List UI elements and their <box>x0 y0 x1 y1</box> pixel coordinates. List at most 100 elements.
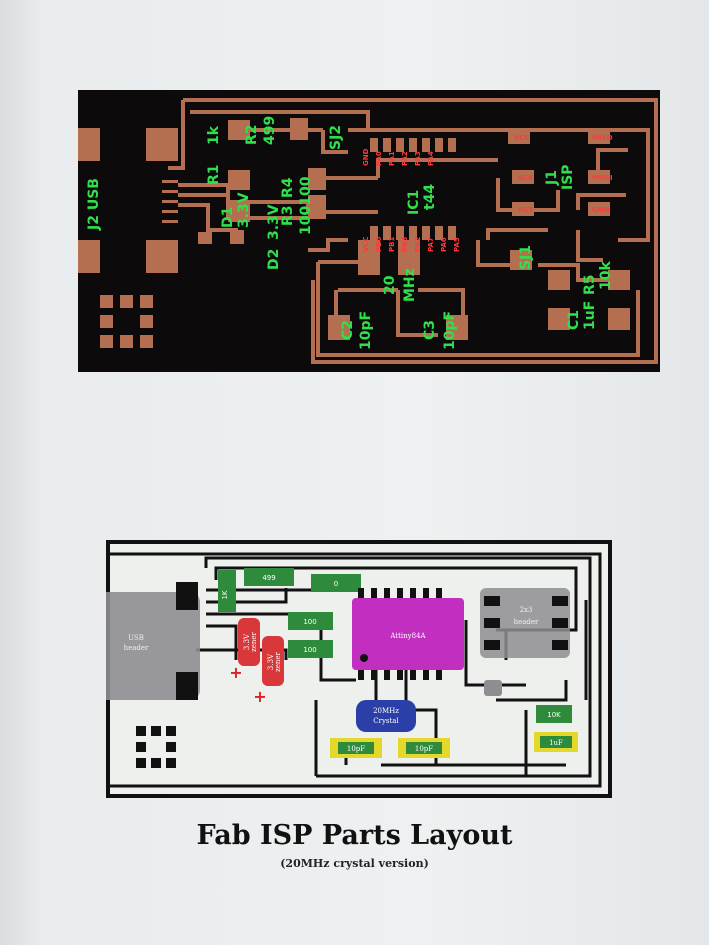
pad-r5 <box>608 270 630 290</box>
ic-pin <box>422 138 430 152</box>
r3-label: R3 <box>280 205 296 226</box>
crystal-label: Crystal <box>373 717 399 725</box>
page-title: Fab ISP Parts Layout <box>196 820 513 851</box>
pin-label: PA5 <box>453 237 461 252</box>
pad-d2 <box>198 232 212 244</box>
parts-layout-diagram: USB header 1K 499 0 100 100 10K 3.3V zen… <box>80 540 612 798</box>
r4-label: R4 <box>280 177 296 198</box>
pin-label: GND <box>592 206 610 214</box>
capacitor-10pf-a-label: 10pF <box>347 745 365 753</box>
isp-header-body <box>480 588 570 658</box>
pin-label: PA0 <box>375 151 383 166</box>
chip-pin <box>423 666 429 680</box>
layout-trace <box>319 614 356 682</box>
grid-pad <box>100 335 113 348</box>
ic-pin <box>396 226 404 240</box>
pad-r2 <box>228 120 250 140</box>
ic1-label: IC1 <box>406 190 422 215</box>
pad-crystal <box>358 240 380 275</box>
chip-pin <box>384 666 390 680</box>
ic-pin <box>370 138 378 152</box>
chip-pin <box>371 588 377 602</box>
usb-finger <box>162 180 178 183</box>
usb-pad <box>146 240 178 273</box>
resistor-1k-label: 1K <box>221 590 229 599</box>
pin-label: PA2 <box>401 151 409 166</box>
pad-c3 <box>446 315 468 340</box>
chip-pin <box>423 588 429 602</box>
grid-pad <box>166 726 176 736</box>
isp-pin <box>484 640 500 650</box>
trace-sj1-in <box>476 240 518 267</box>
ic-pin <box>422 226 430 240</box>
r5-label: R5 <box>582 274 598 295</box>
ic1-value: t44 <box>422 184 438 210</box>
layout-trace <box>204 556 592 778</box>
pad-r5 <box>548 270 570 290</box>
trace-gnd-top <box>376 158 498 178</box>
resistor-1k <box>218 570 236 612</box>
jumper-pad <box>484 680 502 696</box>
ic-pin <box>383 226 391 240</box>
usb-pad <box>176 672 198 700</box>
pin-label: VCC <box>362 236 370 252</box>
j1-value: ISP <box>560 164 576 190</box>
isp-pin <box>484 618 500 628</box>
r1-label: R1 <box>206 164 222 185</box>
trace-d2 <box>178 203 238 232</box>
d1-label: D1 <box>220 207 236 228</box>
c3-label: C3 <box>422 320 438 340</box>
pin-label: PA7 <box>427 237 435 252</box>
capacitor-10pf-a-core <box>338 742 374 754</box>
chip-pin <box>410 666 416 680</box>
chip-pin <box>436 666 442 680</box>
resistor-100-b <box>288 640 333 658</box>
pad-r3 <box>308 195 326 219</box>
isp-header-label: header <box>514 618 539 626</box>
crystal-value: MHz <box>402 268 418 302</box>
pad-isp <box>508 130 530 144</box>
chip-pin <box>358 666 364 680</box>
capacitor-1uf-core <box>540 736 572 748</box>
pad-isp <box>588 130 610 144</box>
pad-r4 <box>308 168 326 190</box>
grid-pad <box>136 726 146 736</box>
r34-value: 100100 <box>298 176 314 235</box>
chip-pin <box>397 588 403 602</box>
grid-pad <box>140 335 153 348</box>
usb-header-body <box>80 592 200 700</box>
trace-right <box>348 128 650 242</box>
grid-pad <box>100 315 113 328</box>
isp-pin <box>552 596 568 606</box>
isp-pin <box>484 596 500 606</box>
usb-finger <box>162 220 178 223</box>
layout-trace <box>464 620 526 687</box>
ic-pin <box>448 138 456 152</box>
trace-usb-top <box>168 100 185 170</box>
chip-pin <box>397 666 403 680</box>
ic-pin <box>409 138 417 152</box>
chip-pin1-dot <box>360 654 368 662</box>
ic-pin <box>409 226 417 240</box>
pad-d2 <box>230 230 244 244</box>
trace-outline <box>183 98 658 364</box>
ic-pin <box>396 138 404 152</box>
pad-isp <box>512 202 534 216</box>
pin-label: MISO <box>592 134 613 142</box>
pad-c1 <box>548 308 570 330</box>
pin-label: PB1 <box>388 237 396 252</box>
ic-pin <box>435 138 443 152</box>
grid-pad <box>120 335 133 348</box>
pin-label: PB3 <box>401 237 409 252</box>
usb-pad <box>146 128 178 161</box>
resistor-10k <box>536 705 572 723</box>
zener-diode-a <box>238 618 260 666</box>
parts-layout-svg: USB header 1K 499 0 100 100 10K 3.3V zen… <box>80 540 612 798</box>
pad-r4 <box>228 170 250 190</box>
ic-pin <box>370 226 378 240</box>
isp-pin <box>552 640 568 650</box>
usb-finger <box>162 200 178 203</box>
trace-rst <box>486 228 548 240</box>
layout-trace <box>196 648 288 660</box>
pin-label: GND <box>362 148 370 166</box>
